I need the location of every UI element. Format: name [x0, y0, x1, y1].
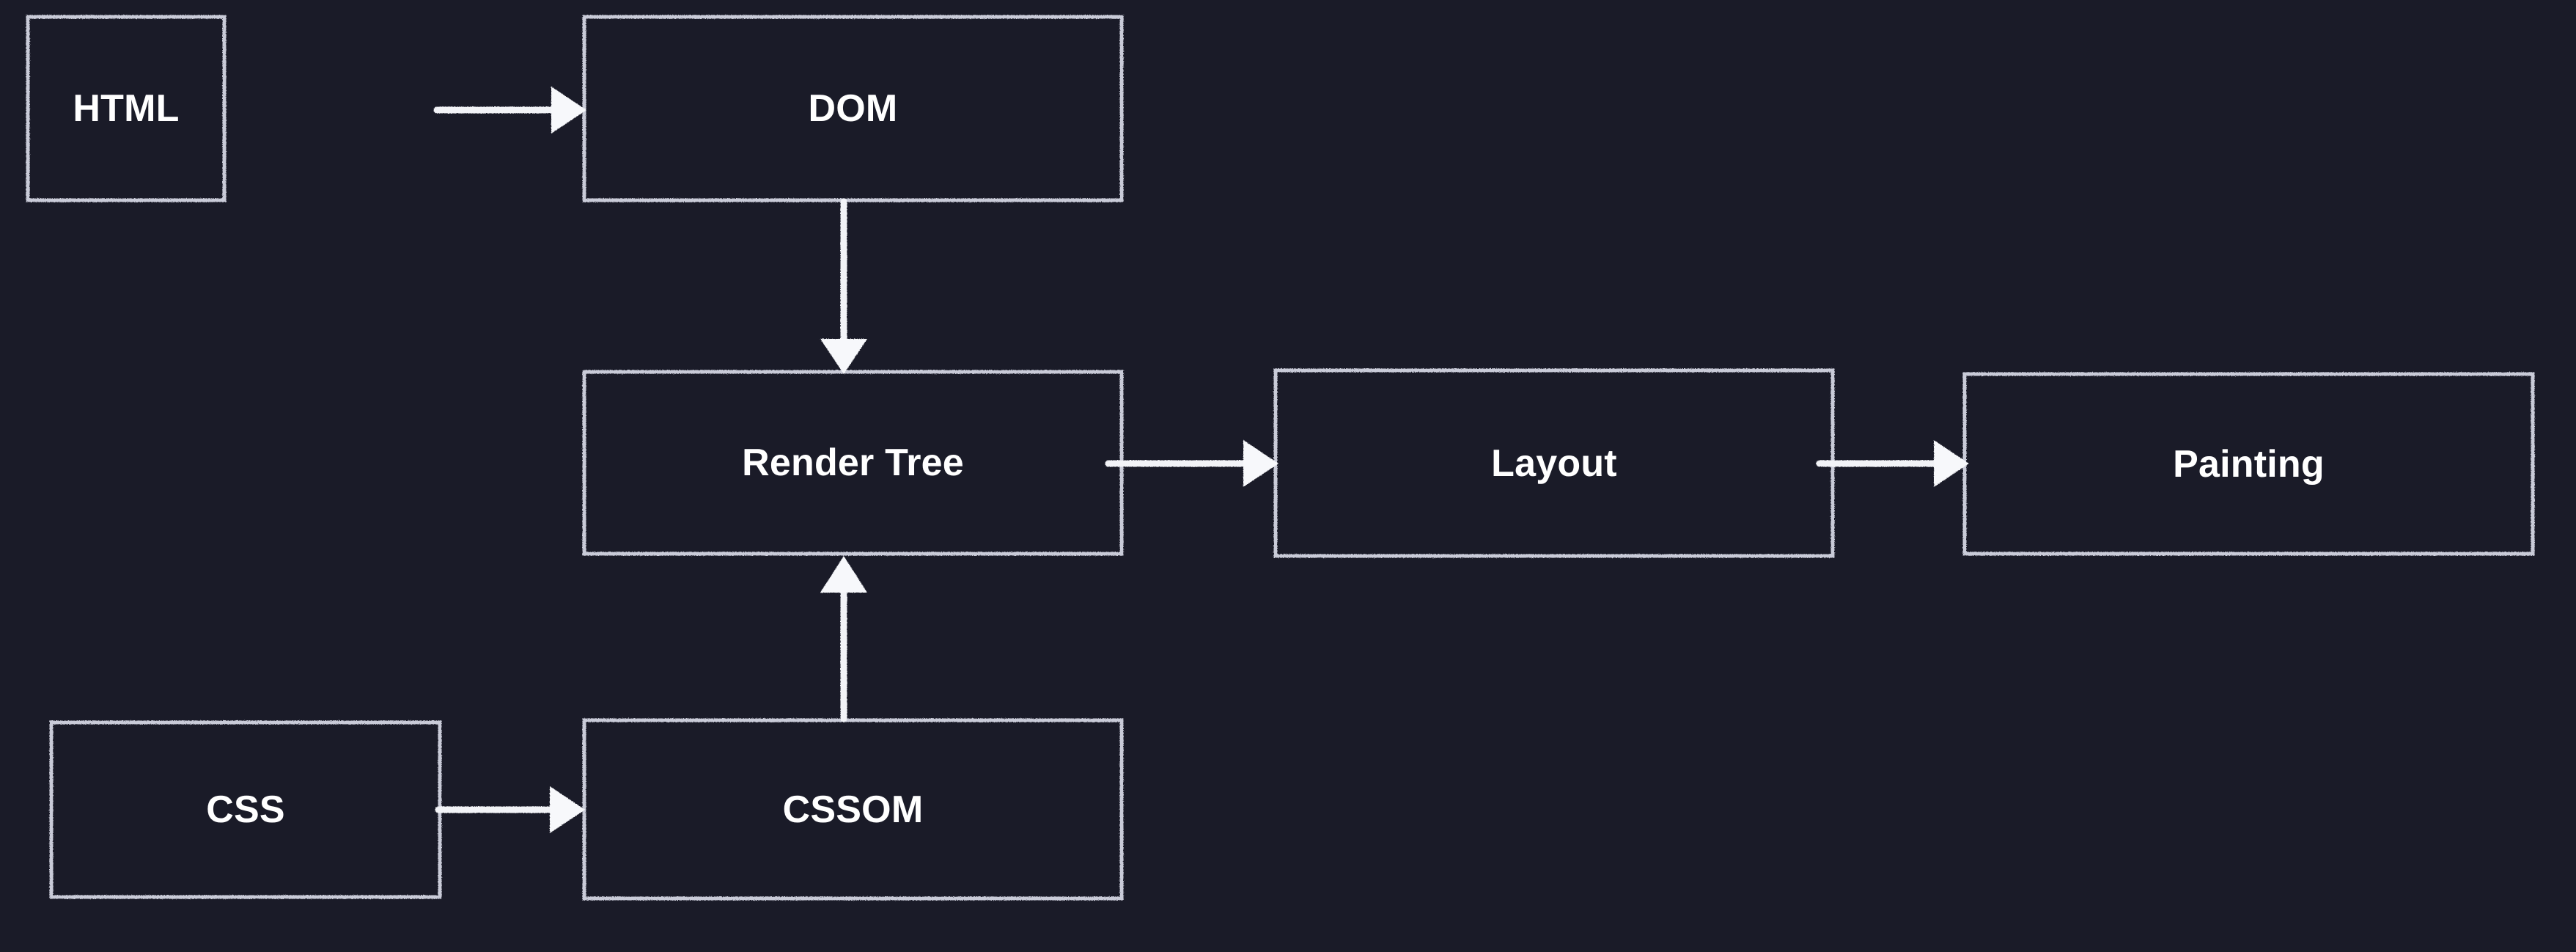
node-html[interactable]: HTML [28, 17, 224, 200]
arrow-layout-to-paint [1816, 440, 1969, 487]
node-css[interactable]: CSS [51, 722, 440, 897]
node-label-css: CSS [206, 788, 285, 831]
arrow-render-to-layout [1105, 440, 1278, 487]
arrow-cssom-to-render [820, 556, 867, 722]
node-painting[interactable]: Painting [1965, 374, 2533, 554]
node-label-html: HTML [73, 87, 180, 130]
node-cssom[interactable]: CSSOM [584, 720, 1122, 898]
node-label-dom: DOM [808, 87, 898, 130]
arrow-html-to-dom [433, 87, 586, 133]
node-label-cssom: CSSOM [782, 788, 924, 831]
arrow-css-to-cssom [435, 786, 585, 833]
node-label-render-tree: Render Tree [742, 442, 964, 484]
node-label-layout: Layout [1491, 442, 1617, 485]
node-dom[interactable]: DOM [584, 17, 1122, 200]
node-render-tree[interactable]: Render Tree [584, 372, 1122, 554]
node-label-painting: Painting [2173, 442, 2325, 486]
arrow-dom-to-render [820, 198, 867, 374]
node-layout[interactable]: Layout [1276, 370, 1833, 556]
